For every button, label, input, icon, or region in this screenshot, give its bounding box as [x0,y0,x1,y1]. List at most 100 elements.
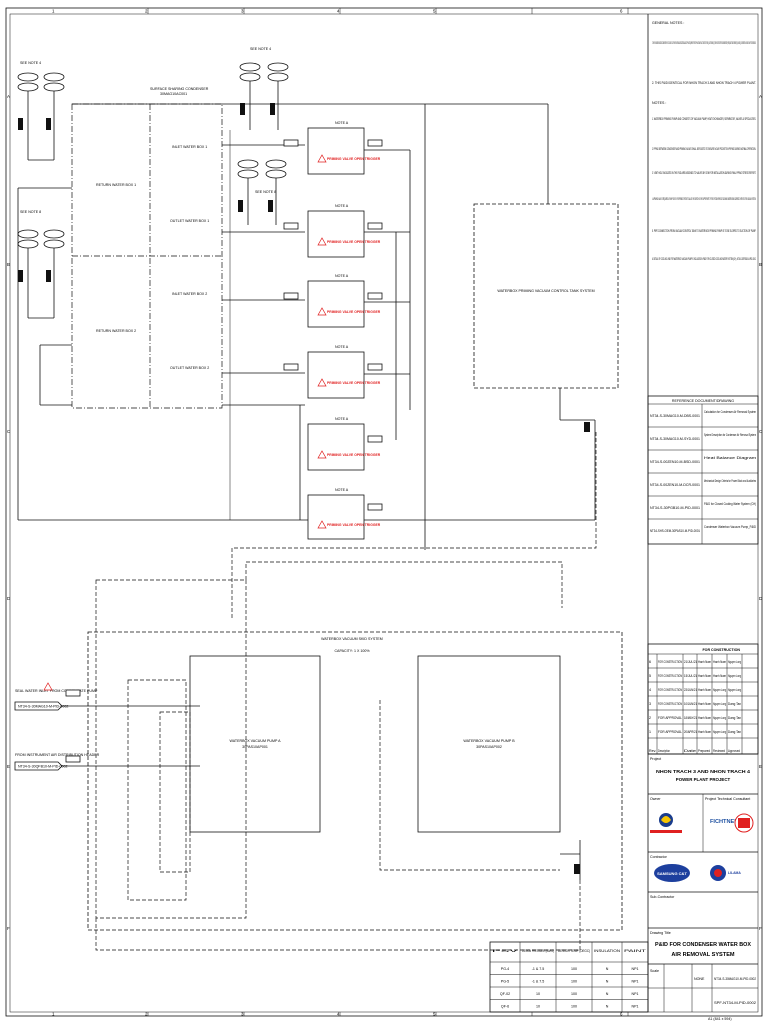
revision-cell: 21/JUL/21 [684,660,697,664]
col-label: 3 [241,9,244,14]
priming-warning: PRIMING VALVE OPEN TRIGGER [327,523,381,527]
contractor-document-number: SPF-NT34-M-PID-0002 [714,1001,756,1005]
consultant-label: Project Technical Consultant [705,797,750,801]
revision-header: Prepared [698,749,710,753]
vent-note: SEE NOTE 8 [20,210,41,214]
contractor-logo-lilama: LILAMA [710,865,741,881]
row-label: D [759,596,762,601]
note-label: NOTE A [335,274,349,278]
owner-logo [650,813,682,833]
revision-cell: 5 [649,674,651,678]
design-cell: NP1 [632,967,639,971]
sheet-border: 1 2 3 4 5 6 1 2 3 4 5 6 A B C D E F A B … [5,7,763,1021]
right-panel: GENERAL NOTES : 1. THIS P&ID HAS BEEN BA… [647,14,759,1012]
design-cell: N [606,992,609,996]
revision-cell: 10/JUN/21 [684,702,697,706]
vent-note: SEE NOTE 4 [250,47,271,51]
reference-table [647,395,759,545]
row-label: B [759,262,762,267]
note-label: NOTE A [335,345,349,349]
design-cell: 10 [536,992,540,996]
design-header: INSULATION [594,949,620,953]
priming-valve-station [307,210,365,258]
warning-icon [317,450,327,459]
drawing-title-line: P&ID FOR CONDENSER WATER BOX [655,942,751,948]
design-cell: -1 & 7.5 [532,980,545,984]
general-note-1: 1. THIS P&ID HAS BEEN BASED ON CONDENSER… [652,41,756,45]
instrument-air-ref: NT34-S-30QFB10-M-PID-0002 [18,765,68,769]
priming-valve-station [307,423,365,471]
pump-b-tag: 30PAS10AP002 [476,745,502,749]
project-title-line: NHON TRACH 3 AND NHON TRACH 4 [656,769,751,774]
revision-cell: 23/JUN/21 [684,688,697,692]
note-6: 6. DETAIL OF COOLING LINE FOR WATERBOX V… [652,257,756,261]
row-label: F [7,926,10,931]
note-label: NOTE A [335,204,349,208]
revision-cell: Nguyen Long [728,674,741,678]
outlet-water-box-1: OUTLET WATER BOX 1 [170,219,209,223]
vent-note: SEE NOTE 4 [20,61,41,65]
design-cell: NP1 [632,980,639,984]
condenser-section: SURFACE SHARING CONDENSER 30MAG10AC001 I… [17,47,595,521]
seal-water-ref: NT34-S-30MAG10-M-PID-0002 [18,705,68,709]
row-label: D [7,596,10,601]
utility-inlets: SEAL WATER INLET FROM CONDENSATE PUMP NT… [14,682,200,771]
row-label: A [759,94,762,99]
consultant-badge [734,813,754,833]
design-cell: NP1 [632,1005,639,1009]
design-cell: NP1 [632,992,639,996]
contractor-logo-samsung: SAMSUNG C&T [654,864,690,882]
note-label: NOTE A [335,488,349,492]
instrument-air-label: FROM INSTRUMENT AIR DISTRIBUTION HEADER [15,753,100,757]
col-label: 4 [337,1012,340,1017]
design-header: PAINT [624,949,648,953]
revision-header: Description [658,749,670,753]
row-label: B [7,262,10,267]
priming-valve-station [307,494,365,540]
revision-cell: FOR CONSTRUCTION [658,702,682,706]
revision-cell: Dang Tan [728,702,741,706]
note-5: 5. PIPE CONNECTION FROM VACUUM CONTROL T… [652,229,756,233]
document-number: NT34-S-30MAG10-M-PID-0002 [714,977,756,981]
revision-cell: 20/APR/21 [684,730,697,734]
row-label: C [7,429,10,434]
revision-cell: FOR APPROVAL [658,730,682,734]
reference-description: Mechanical Design Criteria for Power Blo… [704,479,756,483]
col-label: 5 [433,9,436,14]
priming-warning: PRIMING VALVE OPEN TRIGGER [327,157,381,161]
note-1: 1. WATERBOX PRIMING PUMP AND CONSISTS OF… [652,117,756,121]
design-cell: N [606,980,609,984]
col-label: 2 [145,9,148,14]
project-title-line: POWER PLANT PROJECT [676,777,731,782]
design-cell: 100 [571,967,577,971]
revision-cell: Hanh Nam [713,660,726,664]
revision-header: Approved [728,749,740,753]
design-header: DESIGN PRESSURE (BARG) [522,949,554,953]
revision-cell: Nguyen Long [713,702,726,706]
revision-cell: FOR APPROVAL [658,716,682,720]
design-cell: -1 & 7.5 [532,967,545,971]
revision-header: Reviewed [713,749,725,753]
priming-valve-station [307,280,365,328]
reference-doc-number: NT34-SHS-OEM-30PAS10-M-PID-0001 [650,529,700,533]
priming-warning: PRIMING VALVE OPEN TRIGGER [327,240,381,244]
design-header: DESIGN TEMP (DEGC) [558,949,590,953]
revision-cell: Hanh Nam [698,674,711,678]
priming-warning: PRIMING VALVE OPEN TRIGGER [327,381,381,385]
consultant-logo: FICHTNER [710,819,738,825]
col-label: 6 [620,1012,623,1017]
design-header: PSV [492,949,520,953]
return-water-box-2: RETURN WATER BOX 2 [96,329,136,333]
note-label: NOTE A [335,417,349,421]
vacuum-pump-a-box [189,655,321,833]
revision-cell: Dang Tan [728,730,741,734]
priming-control-tank: WATERBOX PRIMING VACUUM CONTROL TANK SYS… [473,190,619,520]
warning-icon [317,237,327,246]
instrument-air-offpage [14,761,63,771]
design-cell: 100 [571,1005,577,1009]
revision-cell: Dang Tan [728,716,741,720]
revision-cell: Nguyen Long [713,716,726,720]
priming-warning: PRIMING VALVE OPEN TRIGGER [327,310,381,314]
